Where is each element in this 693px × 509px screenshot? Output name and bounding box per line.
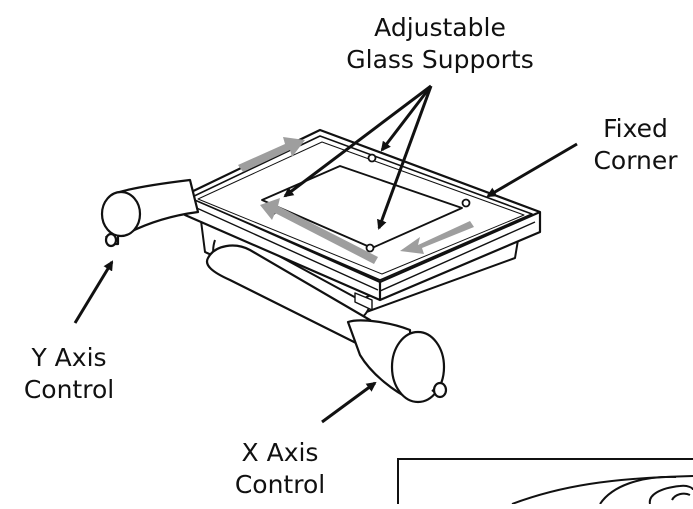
x-axis-knob: [346, 319, 448, 404]
label-glass-supports-line1: Adjustable: [374, 13, 506, 42]
label-y-axis-line1: Y Axis: [31, 343, 107, 372]
support-hole-right: [461, 198, 471, 208]
arrow-to-fixed-corner: [486, 142, 578, 198]
label-glass-supports: Adjustable Glass Supports: [320, 12, 560, 76]
label-fixed-corner-line2: Corner: [593, 146, 678, 175]
arrow-to-support-3: [377, 85, 433, 230]
label-fixed-corner-line1: Fixed: [603, 114, 668, 143]
label-x-axis-line2: Control: [234, 470, 326, 499]
label-glass-supports-line2: Glass Supports: [346, 45, 534, 74]
label-x-axis: X Axis Control: [215, 437, 345, 501]
inset-detail: [397, 458, 693, 509]
label-y-axis: Y Axis Control: [4, 342, 134, 406]
y-axis-knob: [100, 178, 200, 248]
motion-arrow-top: [238, 137, 305, 172]
motion-arrow-left: [260, 198, 378, 264]
arrow-to-x-axis: [321, 381, 377, 424]
motion-arrows: [238, 137, 474, 264]
label-y-axis-line2: Control: [23, 375, 115, 404]
arrow-to-support-2: [380, 85, 433, 152]
pointer-arrows: [73, 84, 578, 424]
motion-arrow-right: [400, 221, 474, 254]
support-hole-top: [367, 153, 377, 163]
glass-window: [261, 153, 471, 253]
support-hole-bottom: [365, 243, 375, 253]
label-fixed-corner: Fixed Corner: [578, 113, 693, 177]
label-x-axis-line1: X Axis: [241, 438, 319, 467]
arrow-to-support-1: [283, 84, 432, 198]
arrow-to-y-axis: [73, 260, 114, 324]
